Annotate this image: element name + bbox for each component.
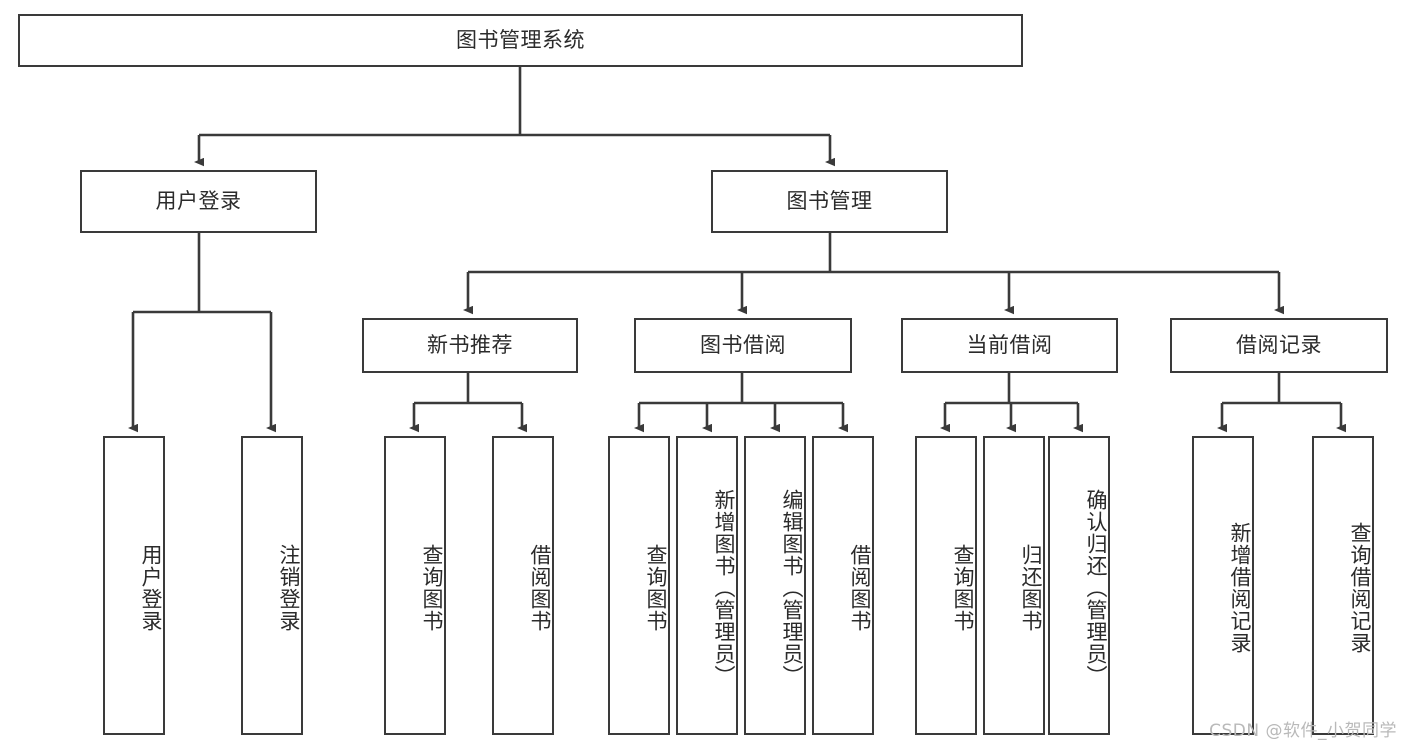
leaf-user-login[interactable]: 用户登录: [103, 436, 165, 735]
leaf-query-book-recommend[interactable]: 查询图书: [384, 436, 446, 735]
leaf-add-book-admin[interactable]: 新增图书（管理员）: [676, 436, 738, 735]
node-label: 查询图书: [951, 543, 975, 632]
node-label: 归还图书: [1019, 543, 1043, 632]
node-label: 借阅图书: [848, 543, 872, 632]
leaf-query-book-borrow[interactable]: 查询图书: [608, 436, 670, 735]
node-label: 图书管理: [786, 189, 873, 214]
watermark-text: CSDN @软件_小贺同学: [1209, 721, 1397, 741]
node-label: 查询图书: [644, 543, 668, 632]
leaf-borrow-book-recommend[interactable]: 借阅图书: [492, 436, 554, 735]
node-current-borrow[interactable]: 当前借阅: [901, 318, 1118, 373]
node-borrow-records[interactable]: 借阅记录: [1170, 318, 1388, 373]
leaf-query-borrow-record[interactable]: 查询借阅记录: [1312, 436, 1374, 735]
node-label: 新书推荐: [427, 333, 513, 358]
node-label: 查询图书: [420, 543, 444, 632]
node-book-borrow[interactable]: 图书借阅: [634, 318, 852, 373]
node-label: 查询借阅记录: [1348, 521, 1372, 654]
node-label: 新增借阅记录: [1228, 521, 1252, 654]
leaf-logout[interactable]: 注销登录: [241, 436, 303, 735]
node-root-book-management-system[interactable]: 图书管理系统: [18, 14, 1023, 67]
leaf-confirm-return-admin[interactable]: 确认归还（管理员）: [1048, 436, 1110, 735]
leaf-query-book-current[interactable]: 查询图书: [915, 436, 977, 735]
leaf-edit-book-admin[interactable]: 编辑图书（管理员）: [744, 436, 806, 735]
leaf-return-book[interactable]: 归还图书: [983, 436, 1045, 735]
leaf-add-borrow-record[interactable]: 新增借阅记录: [1192, 436, 1254, 735]
node-label: 新增图书（管理员）: [712, 488, 736, 687]
node-label: 图书借阅: [700, 333, 786, 358]
node-label: 借阅记录: [1236, 333, 1322, 358]
node-new-book-recommend[interactable]: 新书推荐: [362, 318, 578, 373]
node-book-management[interactable]: 图书管理: [711, 170, 948, 233]
node-label: 确认归还（管理员）: [1084, 488, 1108, 687]
node-label: 用户登录: [155, 189, 242, 214]
node-label: 编辑图书（管理员）: [780, 488, 804, 687]
node-label: 图书管理系统: [456, 28, 585, 53]
node-user-login[interactable]: 用户登录: [80, 170, 317, 233]
node-label: 借阅图书: [528, 543, 552, 632]
node-label: 当前借阅: [966, 333, 1053, 358]
leaf-borrow-book[interactable]: 借阅图书: [812, 436, 874, 735]
node-label: 注销登录: [277, 543, 301, 632]
node-label: 用户登录: [139, 543, 163, 632]
